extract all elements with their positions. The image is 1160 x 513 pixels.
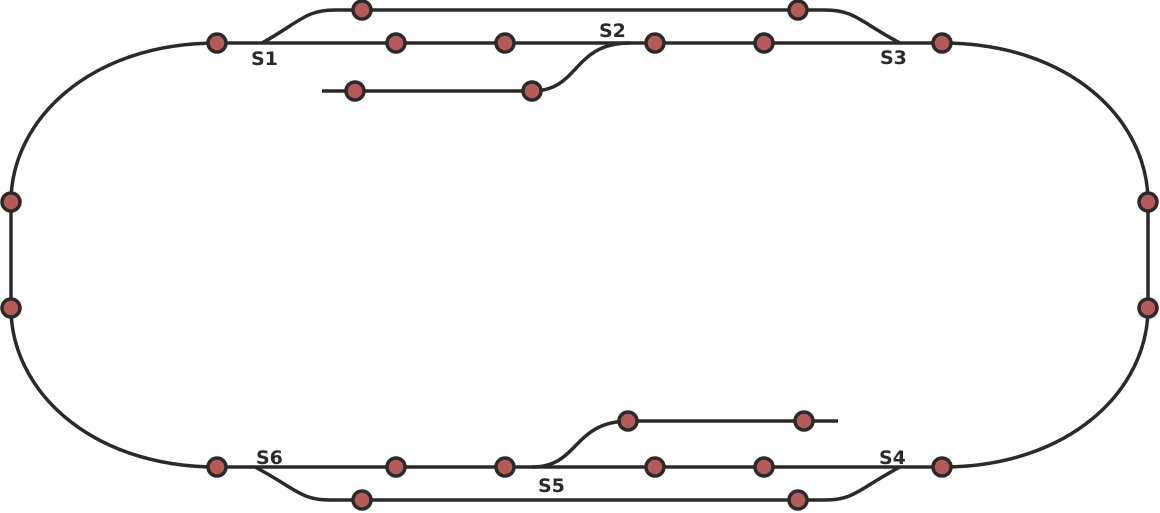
switch-label-s5: S5 <box>538 475 565 497</box>
track-node <box>787 489 809 511</box>
switch-label-s6: S6 <box>256 447 283 469</box>
track-node <box>344 80 366 102</box>
track-node <box>753 456 775 478</box>
main-loop-track <box>9 41 1150 469</box>
track-node <box>793 410 815 432</box>
track-node <box>494 32 516 54</box>
track-node <box>617 410 639 432</box>
bottom-passing-siding <box>254 465 901 502</box>
track-node <box>931 32 953 54</box>
track-node <box>644 32 666 54</box>
track-node <box>787 0 809 21</box>
track-node <box>351 0 373 21</box>
track-node <box>1137 191 1159 213</box>
top-passing-siding <box>261 8 901 45</box>
track-node <box>206 32 228 54</box>
track-node <box>753 32 775 54</box>
track-node <box>385 32 407 54</box>
track-node <box>0 297 22 319</box>
switch-label-s1: S1 <box>251 48 278 70</box>
track-node <box>206 456 228 478</box>
track-node <box>931 456 953 478</box>
lower-spur-siding <box>531 419 838 469</box>
track-node <box>351 489 373 511</box>
track-node <box>1137 297 1159 319</box>
track-node <box>494 456 516 478</box>
upper-spur-siding <box>322 41 631 93</box>
switch-label-s3: S3 <box>880 47 907 69</box>
switch-label-s4: S4 <box>879 447 906 469</box>
track-node <box>644 456 666 478</box>
track-node <box>385 456 407 478</box>
track-node <box>0 191 22 213</box>
track-node <box>521 80 543 102</box>
switch-label-s2: S2 <box>599 20 626 42</box>
